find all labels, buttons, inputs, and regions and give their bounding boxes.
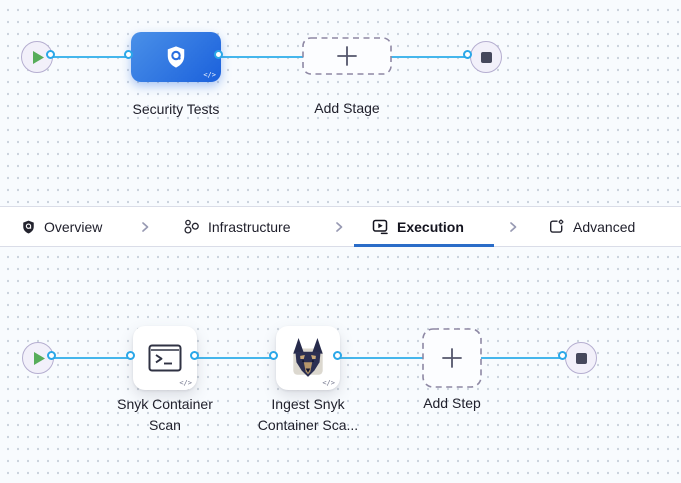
step-label: Ingest Snyk Container Sca... xyxy=(257,396,359,433)
step-label: Snyk Container Scan xyxy=(117,396,213,433)
advanced-settings-icon xyxy=(550,219,564,233)
connector-dot[interactable] xyxy=(463,50,472,59)
stage-label: Security Tests xyxy=(132,101,220,117)
tab-execution[interactable]: Execution xyxy=(372,207,464,246)
security-shield-icon xyxy=(167,46,185,68)
code-view-icon[interactable]: </> xyxy=(179,379,192,387)
step-node-snyk-container-scan[interactable]: </> xyxy=(133,326,197,390)
tab-overview-label: Overview xyxy=(44,218,103,235)
execution-end-node[interactable] xyxy=(565,342,597,374)
stage-config-tabbar: Overview Infrastructure Execution xyxy=(0,206,681,247)
add-step-button[interactable] xyxy=(422,328,482,388)
stage-connector-line xyxy=(37,55,486,59)
connector-dot[interactable] xyxy=(126,351,135,360)
play-icon xyxy=(33,50,44,64)
tab-overview[interactable]: Overview xyxy=(21,207,102,246)
chevron-right-icon xyxy=(510,222,517,232)
code-view-icon[interactable]: </> xyxy=(322,379,335,387)
play-icon xyxy=(34,351,45,365)
connector-dot[interactable] xyxy=(214,50,223,59)
plus-icon xyxy=(337,46,357,66)
step-node-ingest-snyk[interactable]: </> xyxy=(276,326,340,390)
chevron-right-icon xyxy=(142,222,149,232)
connector-dot[interactable] xyxy=(46,50,55,59)
connector-dot[interactable] xyxy=(124,50,133,59)
connector-dot[interactable] xyxy=(47,351,56,360)
connector-dot[interactable] xyxy=(269,351,278,360)
connector-dot[interactable] xyxy=(333,351,342,360)
chevron-right-icon xyxy=(336,222,343,232)
connector-dot[interactable] xyxy=(190,351,199,360)
tab-infrastructure[interactable]: Infrastructure xyxy=(183,207,290,246)
gear-icon xyxy=(558,219,564,225)
plus-icon xyxy=(442,348,462,368)
connector-dot[interactable] xyxy=(558,351,567,360)
add-step-label: Add Step xyxy=(423,395,481,411)
stop-icon xyxy=(575,352,587,364)
terminal-run-icon xyxy=(148,344,182,372)
add-stage-label: Add Stage xyxy=(314,100,380,116)
code-view-icon[interactable]: </> xyxy=(203,71,216,79)
stage-node-security-tests[interactable]: </> xyxy=(131,32,221,82)
stop-icon xyxy=(480,51,492,63)
add-stage-button[interactable] xyxy=(302,37,392,75)
pipeline-end-node[interactable] xyxy=(470,41,502,73)
snyk-doberman-icon xyxy=(293,338,323,377)
stage-canvas: </> Security Tests Add Stage xyxy=(0,0,681,206)
tab-advanced[interactable]: Advanced xyxy=(548,207,635,246)
infrastructure-icon xyxy=(184,219,199,234)
execution-icon xyxy=(372,219,388,235)
active-tab-underline xyxy=(354,244,494,247)
tab-infrastructure-label: Infrastructure xyxy=(208,218,291,235)
execution-canvas: </> </> Snyk Con xyxy=(0,247,681,483)
tab-advanced-label: Advanced xyxy=(573,218,636,235)
shield-overview-icon xyxy=(23,220,34,233)
tab-execution-label: Execution xyxy=(397,218,464,235)
